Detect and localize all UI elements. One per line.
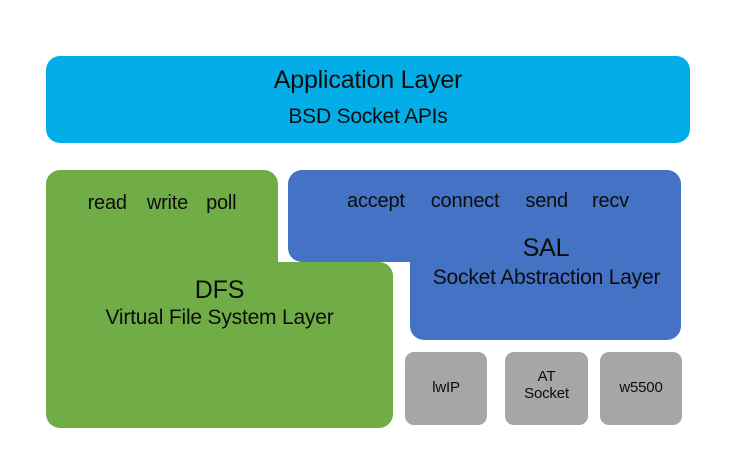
driver-label-at-line2: Socket [524, 385, 569, 403]
dfs-api-poll: poll [206, 192, 237, 214]
driver-label-at-line1: AT [537, 368, 556, 385]
application-layer-subtitle: BSD Socket APIs [288, 105, 448, 128]
dfs-api-read: read [87, 192, 127, 214]
dfs-api-write: write [146, 192, 189, 214]
sal-api-recv: recv [591, 190, 629, 212]
sal-layer-title: SAL [522, 234, 570, 262]
dfs-layer-shape[interactable] [46, 170, 393, 428]
dfs-api-list: read write poll [46, 192, 278, 215]
driver-label-lwip: lwIP [432, 379, 460, 396]
sal-api-connect: connect [430, 190, 500, 212]
driver-label-w5500: w5500 [619, 379, 663, 396]
sal-api-send: send [525, 190, 568, 212]
driver-box-at-socket[interactable] [505, 352, 588, 425]
sal-api-accept: accept [347, 190, 405, 212]
driver-label-at-socket: AT Socket [505, 368, 588, 403]
application-layer-title: Application Layer [273, 66, 463, 94]
application-layer-shape[interactable] [46, 56, 690, 143]
sal-layer-subtitle: Socket Abstraction Layer [432, 266, 661, 289]
sal-layer-shape[interactable] [288, 170, 681, 340]
dfs-layer-subtitle: Virtual File System Layer [105, 306, 334, 329]
driver-box-w5500[interactable] [600, 352, 682, 425]
driver-box-lwip[interactable] [405, 352, 487, 425]
sal-api-list: accept connect send recv [295, 190, 681, 213]
dfs-layer-title: DFS [194, 276, 245, 304]
